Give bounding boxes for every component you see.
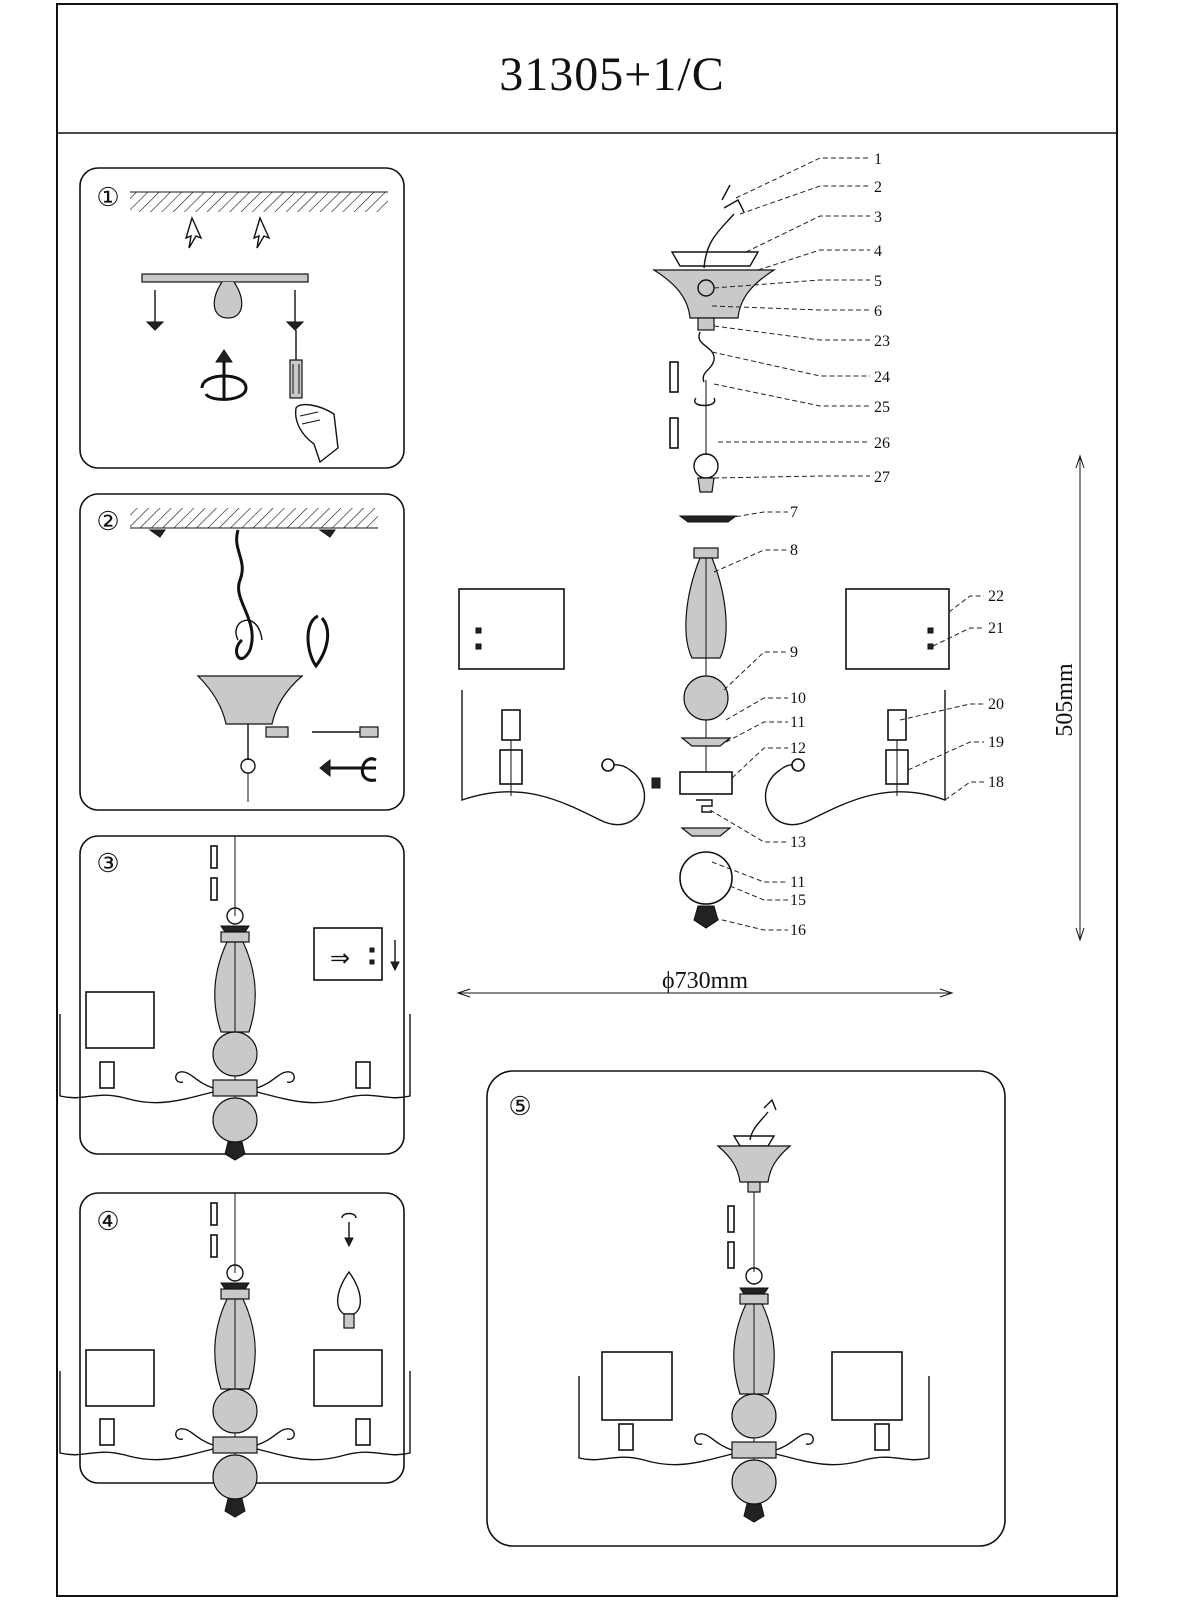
step-2-number: ② [96,507,119,536]
lamp-shade [85,991,155,1049]
callout-label: 11 [790,714,805,731]
rotate-arrow-icon [306,614,330,669]
callout-label: 10 [790,690,806,707]
canopy-parts [651,184,777,493]
callout-label: 11 [790,874,805,891]
lamp-shade [85,1349,155,1407]
shade-attach-callout: ⇒ [313,927,400,981]
rotate-arrow-icon [200,349,248,401]
callout-label: 26 [874,435,890,452]
callout-label: 15 [790,892,806,909]
callout-label: 2 [874,179,882,196]
callout-label: 18 [988,774,1004,791]
exploded-view: 1 2 3 4 5 6 23 24 25 26 27 7 8 22 21 9 2… [456,151,1085,998]
callout-label: 9 [790,644,798,661]
sheet-border [56,3,1118,1597]
step-2-panel: ② [79,493,405,811]
step-4-number: ④ [96,1207,119,1236]
diameter-dimension-label: ϕ730mm [662,968,748,994]
wall-anchor-icon [184,216,271,249]
model-code: 31305+1/C [499,48,724,101]
step-1-panel: ① [79,167,405,469]
callout-label: 8 [790,542,798,559]
lamp-shade [831,1351,903,1421]
callout-label: 3 [874,209,882,226]
callout-label: 12 [790,740,806,757]
left-arm [458,588,661,826]
right-arm [764,588,950,826]
step-3-panel: ③ ⇒ [59,835,411,1161]
screw-icon [265,726,379,738]
callout-label: 13 [790,834,806,851]
callout-leaders [709,157,984,931]
height-dimension: 505mm [1052,454,1085,942]
installed-chandelier [578,1098,930,1523]
hand-icon [294,403,339,464]
part-7-plate [678,515,738,523]
callout-label: 24 [874,369,890,386]
screwdriver-icon [289,330,303,399]
height-dimension-label: 505mm [1052,663,1078,737]
callout-label: 25 [874,399,890,416]
callout-label: 5 [874,273,882,290]
chandelier-assembly [59,836,411,1161]
mounting-bracket [141,273,309,331]
bulb-icon [337,1212,361,1329]
callout-label: 27 [874,469,890,486]
central-column [679,547,733,929]
callout-label: 21 [988,620,1004,637]
callout-label: 6 [874,303,882,320]
callout-label: 20 [988,696,1004,713]
shade-screw-icon: ⇒ [330,946,350,972]
step-1-number: ① [96,183,119,212]
ceiling-hatch [130,191,388,212]
callout-label: 23 [874,333,890,350]
callout-label: 19 [988,734,1004,751]
canopy-hook-assembly [148,529,336,802]
chandelier-assembly [59,1193,411,1518]
callout-label: 1 [874,151,882,168]
lamp-shade [601,1351,673,1421]
callout-label: 7 [790,504,798,521]
callout-labels: 1 2 3 4 5 6 23 24 25 26 27 7 8 22 21 9 2… [790,151,1004,939]
step-3-number: ③ [96,849,119,878]
step-4-panel: ④ [59,1192,411,1518]
callout-label: 4 [874,243,882,260]
step-5-number: ⑤ [508,1092,531,1121]
tighten-arrow-icon [319,757,377,782]
callout-label: 22 [988,588,1004,605]
lamp-shade [313,1349,383,1407]
diameter-dimension: ϕ730mm [456,968,954,998]
callout-label: 16 [790,922,806,939]
step-5-panel: ⑤ [486,1070,1006,1547]
